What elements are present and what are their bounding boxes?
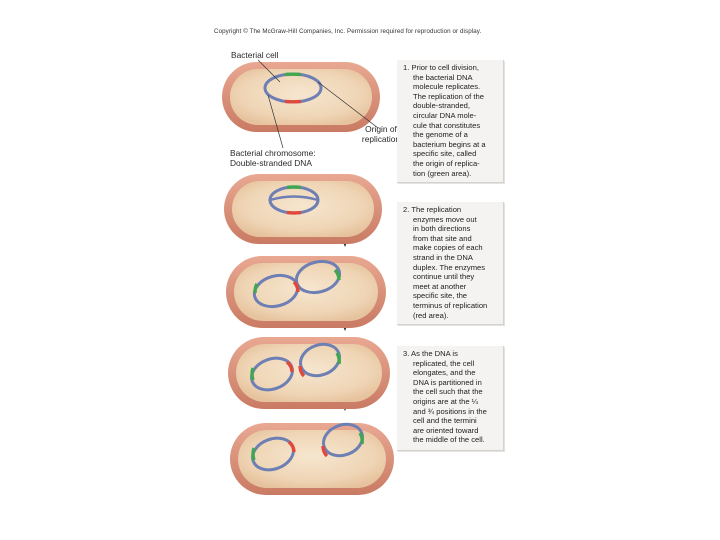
bacterial-chromosome-label: Bacterial chromosome: Double-stranded DN… (230, 148, 316, 168)
cytoplasm (238, 430, 386, 488)
origin-marker (253, 283, 259, 294)
terminus-marker (321, 445, 329, 458)
bacterial-cell-stage-3 (226, 256, 386, 328)
terminus-marker (285, 360, 294, 373)
cytoplasm (230, 69, 372, 125)
chromosome-pointer (267, 94, 284, 149)
step-1-text: 1. Prior to cell division, the bacterial… (403, 63, 486, 178)
replication-bubble (269, 195, 319, 202)
origin-marker (250, 367, 255, 381)
step-1-panel: 1. Prior to cell division, the bacterial… (397, 60, 504, 183)
terminus-marker (287, 440, 296, 453)
origin-marker (333, 268, 341, 281)
cytoplasm (232, 181, 374, 237)
origin-marker (335, 352, 341, 365)
origin-of-replication-label: Origin of replication (361, 124, 401, 144)
bacterial-cell-stage-5 (230, 422, 394, 495)
origin-marker (358, 432, 364, 445)
step-2-panel: 2. The replication enzymes move out in b… (397, 202, 504, 325)
bacterial-cell-pointer (257, 59, 281, 83)
terminus-marker (292, 280, 300, 293)
bacterial-cell-stage-1 (222, 62, 380, 132)
bacterial-cell-stage-2 (224, 174, 382, 244)
step-3-panel: 3. As the DNA is replicated, the cell el… (397, 346, 504, 451)
copyright-notice: Copyright © The McGraw-Hill Companies, I… (214, 28, 482, 35)
terminus-marker (298, 365, 306, 378)
step-3-text: 3. As the DNA is replicated, the cell el… (403, 349, 487, 445)
origin-marker (251, 447, 256, 461)
bacterial-cell-label: Bacterial cell (231, 50, 279, 60)
bacterial-cell-stage-4 (228, 337, 390, 409)
origin-pointer (317, 81, 379, 129)
step-2-text: 2. The replication enzymes move out in b… (403, 205, 488, 320)
